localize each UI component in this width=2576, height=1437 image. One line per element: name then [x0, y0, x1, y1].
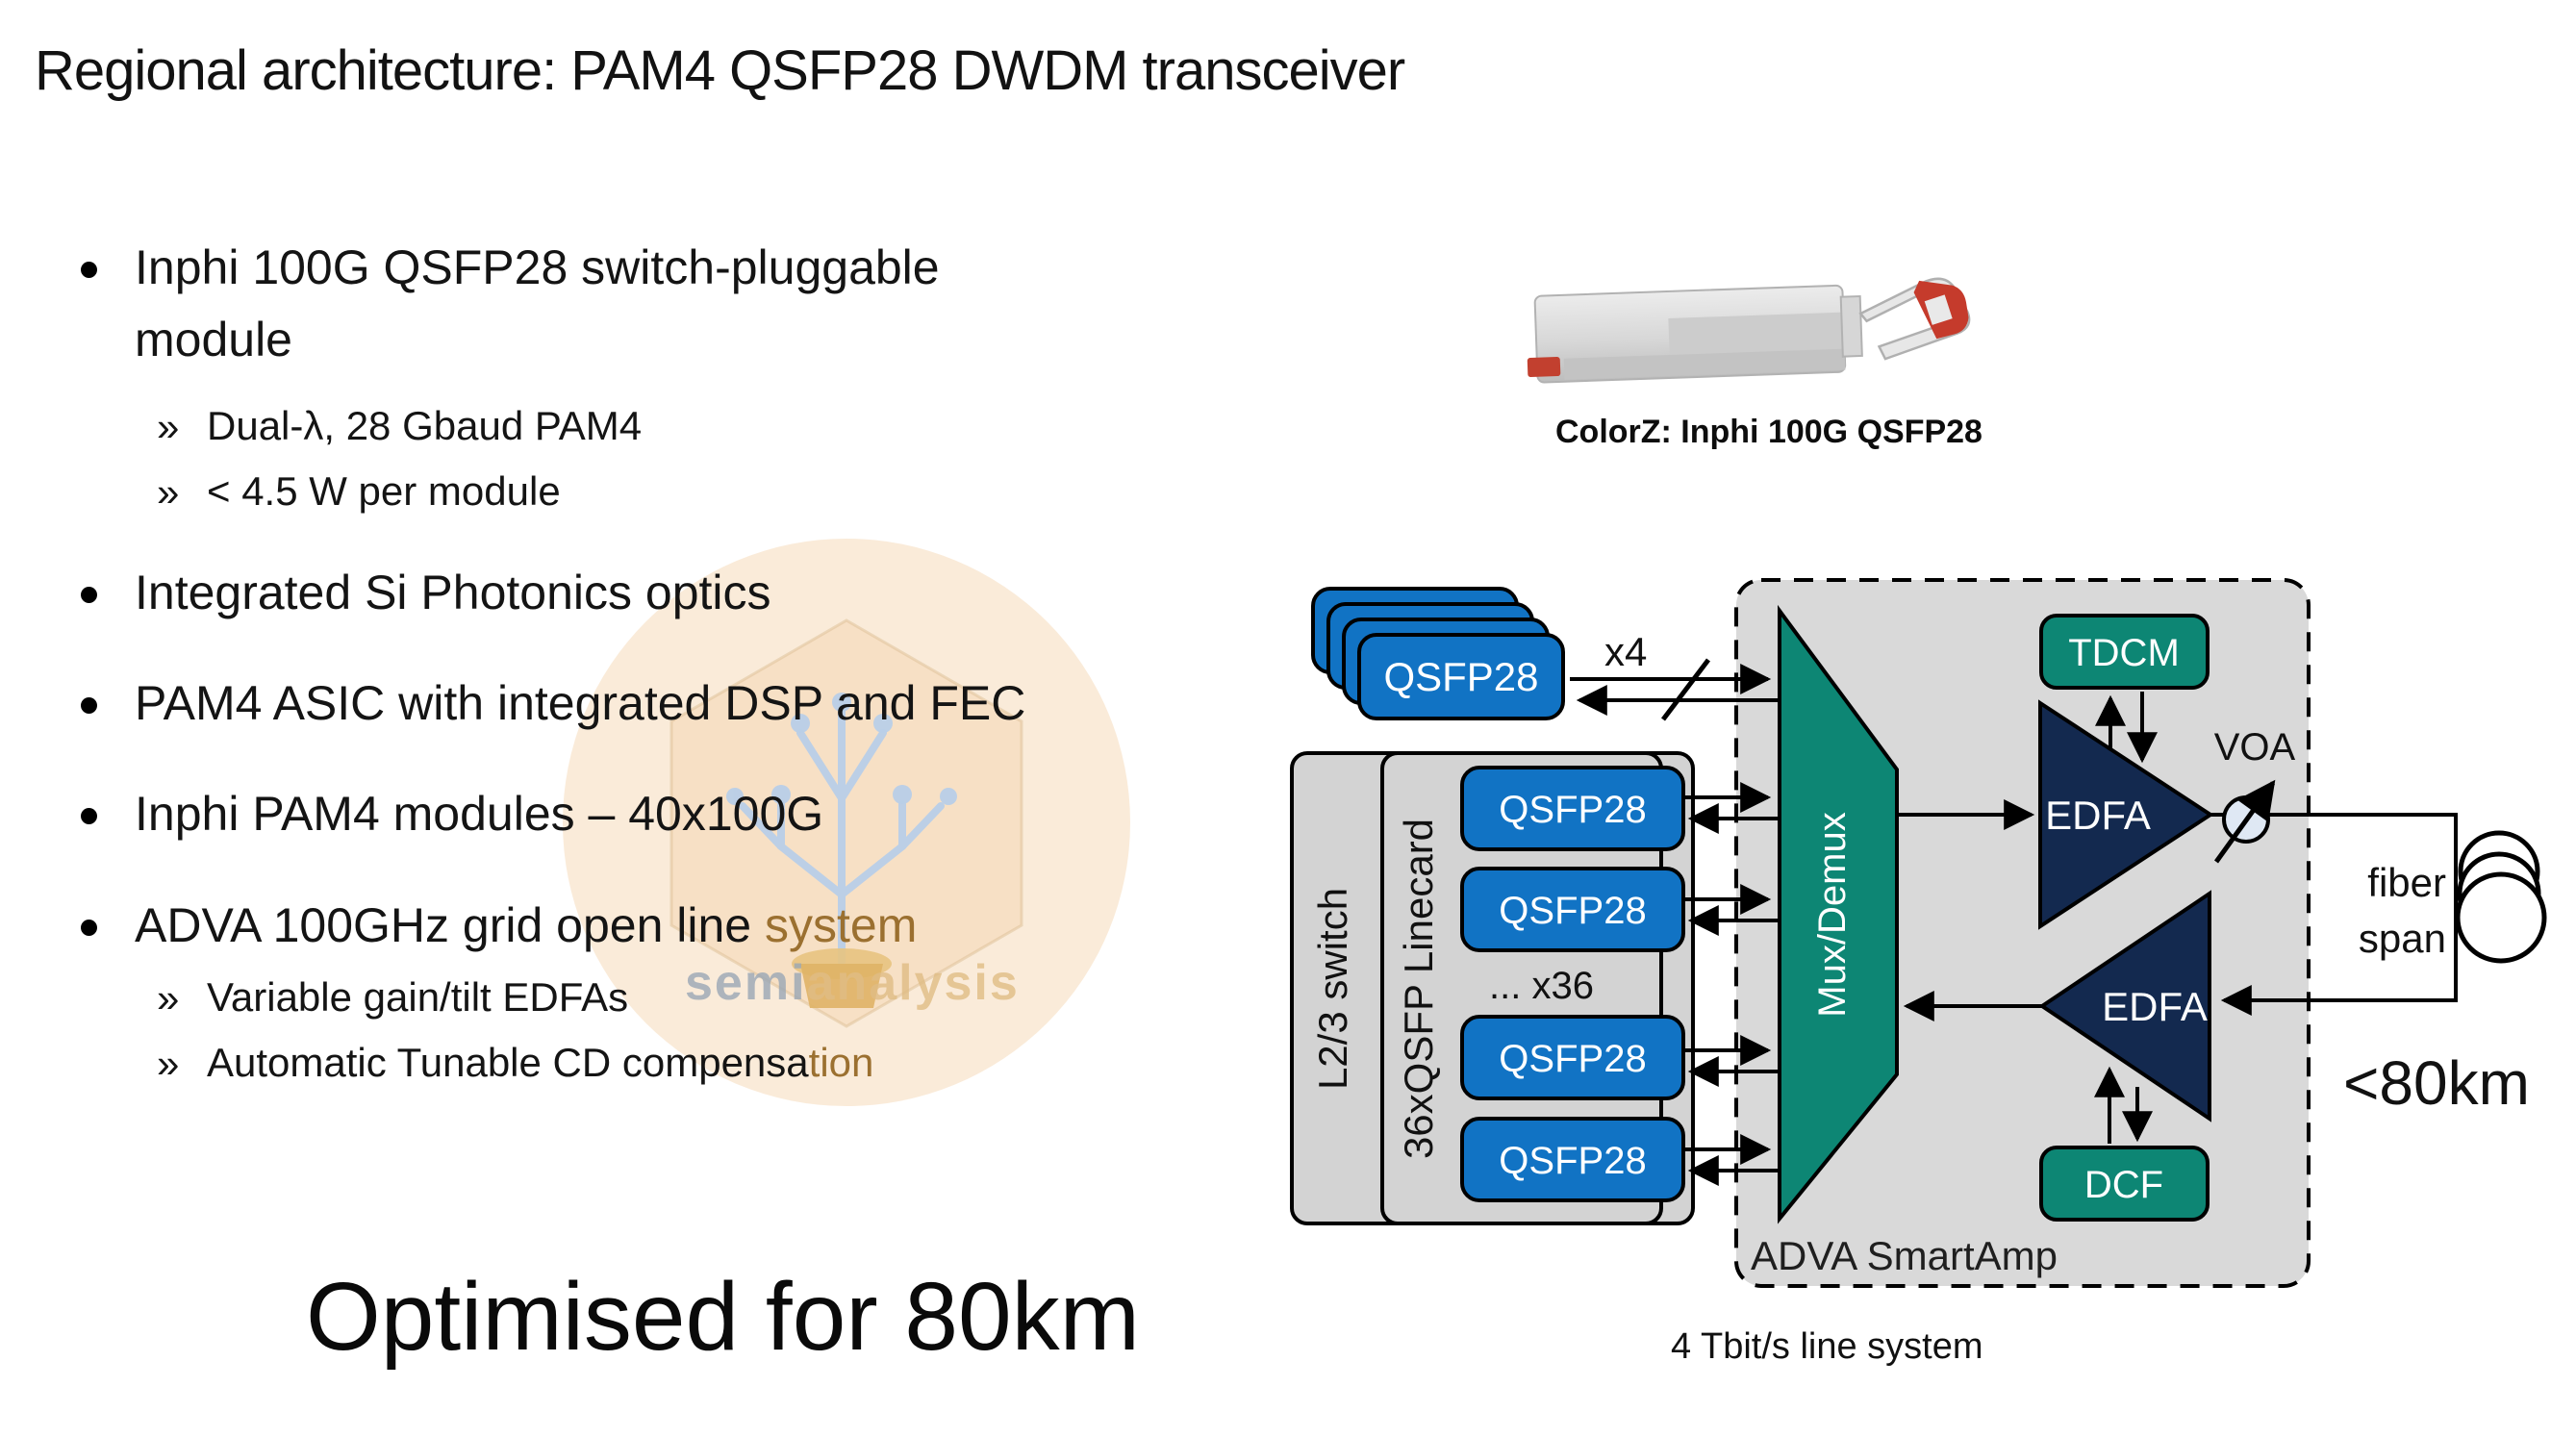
edfa-bottom-shape — [2038, 890, 2211, 1122]
watermark-brand-semi: semi — [685, 955, 807, 1011]
sub-bullet-1a: Dual-λ, 28 Gbaud PAM4 — [207, 403, 643, 448]
sub-bullet-5b-highlight: tion — [808, 1040, 874, 1085]
bullet-5-highlight: system — [765, 898, 918, 952]
qsfp28-module-2 — [1460, 867, 1685, 952]
qsfp28-module-1-label: QSFP28 — [1499, 789, 1646, 831]
qsfp28-module-3-label: QSFP28 — [1499, 1038, 1646, 1080]
bullet-dot — [81, 262, 97, 278]
edfa-bottom-label: EDFA — [2102, 984, 2208, 1029]
line-system-label: 4 Tbit/s line system — [1671, 1326, 1983, 1367]
tdcm-label: TDCM — [2068, 632, 2180, 674]
bullet-1-line-1: Inphi 100G QSFP28 switch-pluggable — [135, 240, 940, 294]
x4-label: x4 — [1604, 629, 1647, 674]
qsfp28-module-4 — [1460, 1117, 1685, 1202]
page-title: Regional architecture: PAM4 QSFP28 DWDM … — [35, 39, 1405, 102]
bullet-5: ADVA 100GHz grid open line system — [135, 898, 917, 952]
fiber-span-label-2: span — [2359, 916, 2446, 961]
mux-demux-shape — [1778, 604, 1899, 1224]
mux-demux-label: Mux/Demux — [1811, 812, 1854, 1017]
sub-bullet-5b: Automatic Tunable CD compensation — [207, 1040, 874, 1085]
tdcm-box — [2039, 614, 2210, 690]
sub-bullet-marker: » — [157, 404, 180, 449]
qsfp28-module-1 — [1460, 766, 1685, 851]
sub-bullet-marker: » — [157, 1041, 180, 1086]
transceiver-photo — [1527, 277, 1971, 384]
bullet-2: Integrated Si Photonics optics — [135, 566, 771, 619]
qsfp28-module-4-label: QSFP28 — [1499, 1140, 1646, 1182]
qsfp28-module-2-label: QSFP28 — [1499, 890, 1646, 932]
sub-bullet-1b: < 4.5 W per module — [207, 468, 561, 514]
voa-arrow — [2213, 779, 2276, 864]
voa-label: VOA — [2214, 726, 2296, 769]
fiber-loop-line — [2210, 813, 2458, 1016]
sub-bullet-5b-text: Automatic Tunable CD compensa — [207, 1040, 809, 1085]
bullet-dot — [81, 920, 97, 936]
bullet-dot — [81, 697, 97, 714]
watermark-brand-analysis: analysis — [806, 955, 1020, 1011]
edfa-top-shape — [2038, 699, 2214, 930]
bullet-dot — [81, 808, 97, 824]
bullet-1-line-2: module — [135, 313, 292, 366]
dcf-label: DCF — [2084, 1164, 2163, 1206]
l23-switch-label: L2/3 switch — [1310, 888, 1355, 1090]
fiber-span-label-1: fiber — [2367, 860, 2446, 905]
sub-bullet-marker: » — [157, 469, 180, 515]
smartamp-label: ADVA SmartAmp — [1751, 1233, 2058, 1278]
qsfp28-stack: QSFP28 — [1311, 587, 1565, 720]
dcf-box — [2039, 1146, 2210, 1222]
qsfp28-stack-label: QSFP28 — [1383, 654, 1538, 699]
bus-slash — [1661, 658, 1710, 721]
qsfp28-module-3 — [1460, 1015, 1685, 1100]
bullet-5-text: ADVA 100GHz grid open line — [135, 898, 766, 952]
linecard-label: 36xQSFP Linecard — [1396, 819, 1441, 1159]
fiber-coil-icon — [2455, 830, 2547, 964]
module-mux-arrows — [1685, 782, 1778, 1186]
distance-label: <80km — [2343, 1048, 2530, 1118]
sub-bullet-marker: » — [157, 975, 180, 1021]
x36-label: ... x36 — [1489, 965, 1594, 1007]
photo-caption: ColorZ: Inphi 100G QSFP28 — [1555, 414, 1983, 450]
bullet-3: PAM4 ASIC with integrated DSP and FEC — [135, 676, 1026, 730]
optimised-note: Optimised for 80km — [306, 1263, 1140, 1371]
bullet-dot — [81, 587, 97, 603]
watermark-brand: semianalysis — [685, 954, 1020, 1012]
sub-bullet-5a: Variable gain/tilt EDFAs — [207, 974, 629, 1020]
bullet-4: Inphi PAM4 modules – 40x100G — [135, 787, 824, 841]
edfa-top-label: EDFA — [2045, 793, 2151, 838]
